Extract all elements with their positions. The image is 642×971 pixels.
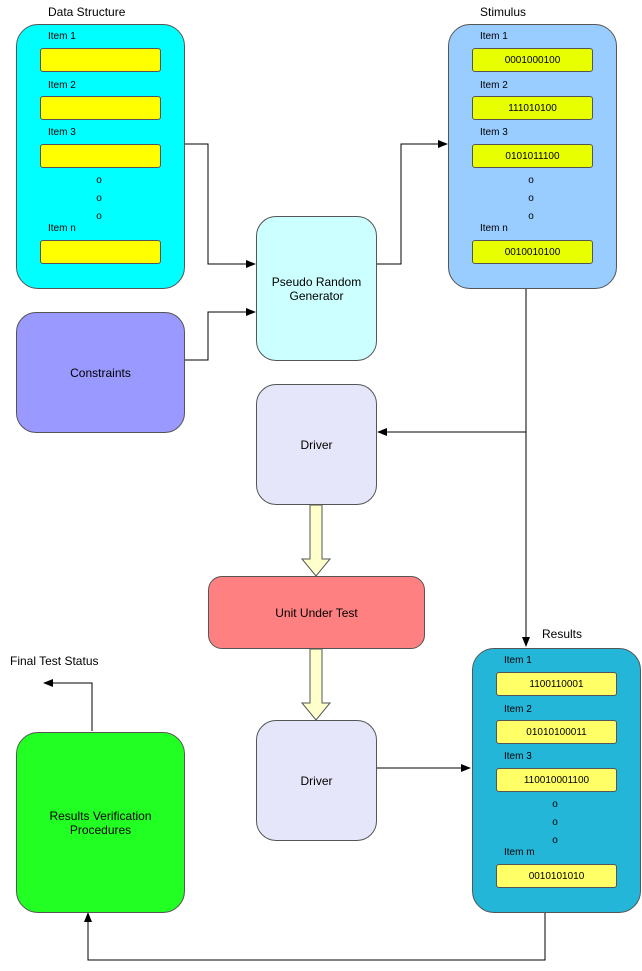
data-structure-item-1-field [40, 48, 161, 72]
driver-bottom-label: Driver [300, 773, 333, 788]
results-item-1-label: Item 1 [504, 655, 532, 666]
results-item-2-field: 01010100011 [496, 720, 617, 744]
results-item-m-label: Item m [504, 847, 535, 858]
dot: o [96, 193, 102, 204]
dot: o [552, 817, 558, 828]
data-structure-item-3-label: Item 3 [48, 127, 76, 138]
stimulus-item-3-label: Item 3 [480, 127, 508, 138]
results-item-3-field: 110010001100 [496, 768, 617, 792]
final-test-status-label: Final Test Status [10, 654, 99, 668]
constraints-box: Constraints [16, 312, 185, 433]
driver-top-box: Driver [256, 384, 377, 505]
arrow-prg-to-stimulus [377, 140, 448, 265]
results-title: Results [542, 627, 583, 641]
stimulus-item-2-label: Item 2 [480, 80, 508, 91]
stimulus-title: Stimulus [480, 5, 527, 19]
stimulus-item-n-label: Item n [480, 223, 508, 234]
data-structure-item-1-label: Item 1 [48, 31, 76, 42]
stimulus-item-2-field: 111010100 [472, 96, 593, 120]
driver-top-label: Driver [300, 437, 333, 452]
data-structure-item-2-label: Item 2 [48, 80, 76, 91]
dot: o [528, 175, 534, 186]
flow-arrow-uut-to-driver [300, 648, 332, 721]
pseudo-random-generator-box: Pseudo Random Generator [256, 216, 377, 361]
dot: o [552, 799, 558, 810]
results-item-1-field: 1100110001 [496, 672, 617, 696]
data-structure-item-2-field [40, 96, 161, 120]
arrow-constraints-to-prg [185, 308, 256, 361]
stimulus-item-n-field: 0010010100 [472, 240, 593, 264]
arrow-data-structure-to-prg [185, 143, 256, 268]
results-item-2-label: Item 2 [504, 704, 532, 715]
stimulus-item-3-field: 0101011100 [472, 144, 593, 168]
results-verification-box: Results Verification Procedures [16, 732, 185, 913]
dot: o [528, 211, 534, 222]
results-item-3-label: Item 3 [504, 751, 532, 762]
arrow-results-to-verification [84, 912, 546, 961]
driver-bottom-box: Driver [256, 720, 377, 841]
data-structure-item-3-field [40, 144, 161, 168]
results-item-m-field: 0010101010 [496, 864, 617, 888]
pseudo-random-generator-label: Pseudo Random Generator [271, 274, 362, 303]
constraints-label: Constraints [70, 365, 131, 380]
stimulus-item-1-label: Item 1 [480, 31, 508, 42]
unit-under-test-box: Unit Under Test [208, 576, 425, 649]
data-structure-item-n-field [40, 240, 161, 264]
arrow-verification-to-final-status [43, 679, 93, 731]
data-structure-title: Data Structure [48, 5, 126, 19]
dot: o [528, 193, 534, 204]
dot: o [552, 835, 558, 846]
stimulus-item-1-field: 0001000100 [472, 48, 593, 72]
dot: o [96, 175, 102, 186]
dot: o [96, 211, 102, 222]
unit-under-test-label: Unit Under Test [275, 605, 358, 620]
flow-arrow-driver-to-uut [300, 504, 332, 577]
data-structure-item-n-label: Item n [48, 223, 76, 234]
results-verification-label: Results Verification Procedures [49, 808, 152, 837]
